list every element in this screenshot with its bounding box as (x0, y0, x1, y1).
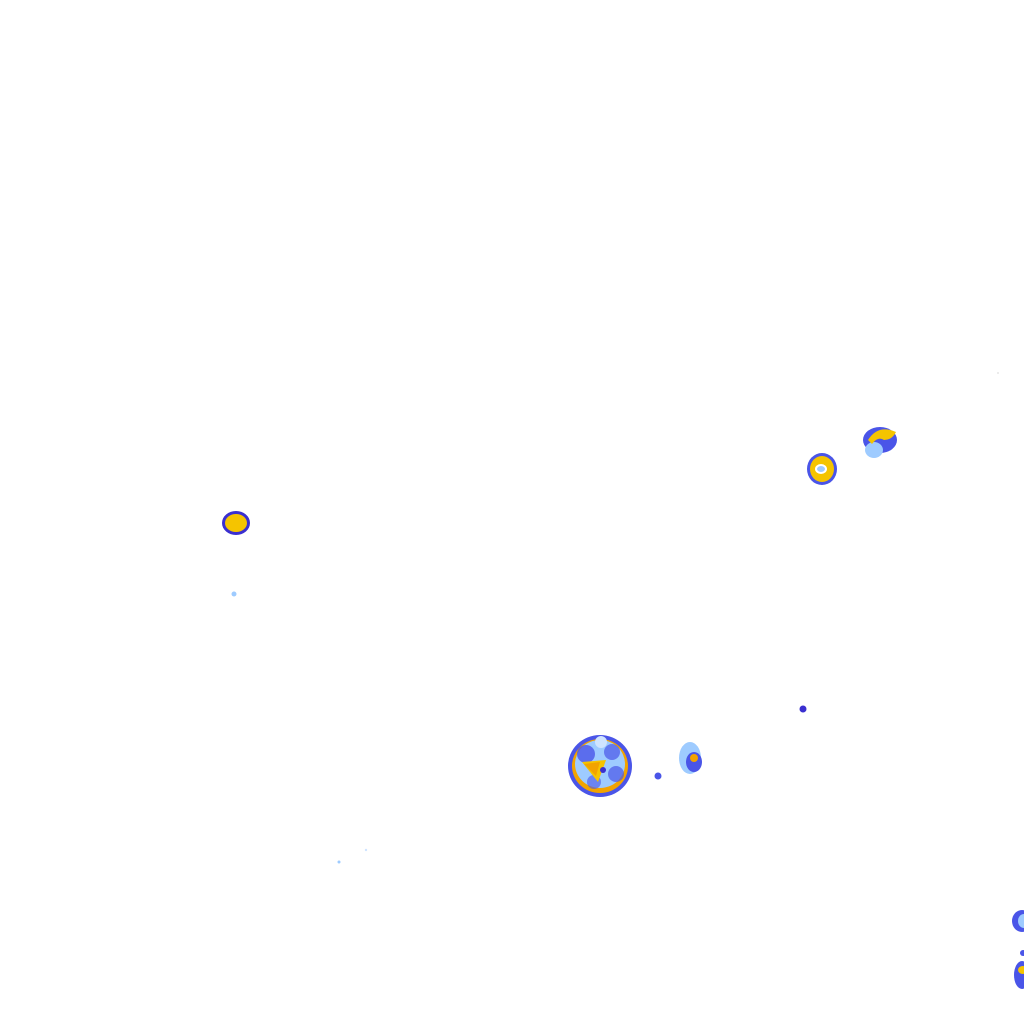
echo-speck-center (654, 772, 662, 780)
echo-speck-south-1 (337, 860, 341, 864)
echo-cell-edge-southeast (1012, 910, 1024, 989)
echo-speck-west (231, 591, 237, 597)
echo-cell-small-east (679, 742, 702, 774)
echo-cell-west (222, 511, 250, 535)
echo-cell-northeast-2 (863, 427, 897, 458)
echo-speck-south-2 (364, 848, 368, 852)
echo-speck-east (799, 705, 807, 713)
echo-cell-large (568, 735, 632, 797)
echo-cell-northeast-1 (807, 453, 837, 485)
echo-speck-far-east (997, 372, 999, 374)
